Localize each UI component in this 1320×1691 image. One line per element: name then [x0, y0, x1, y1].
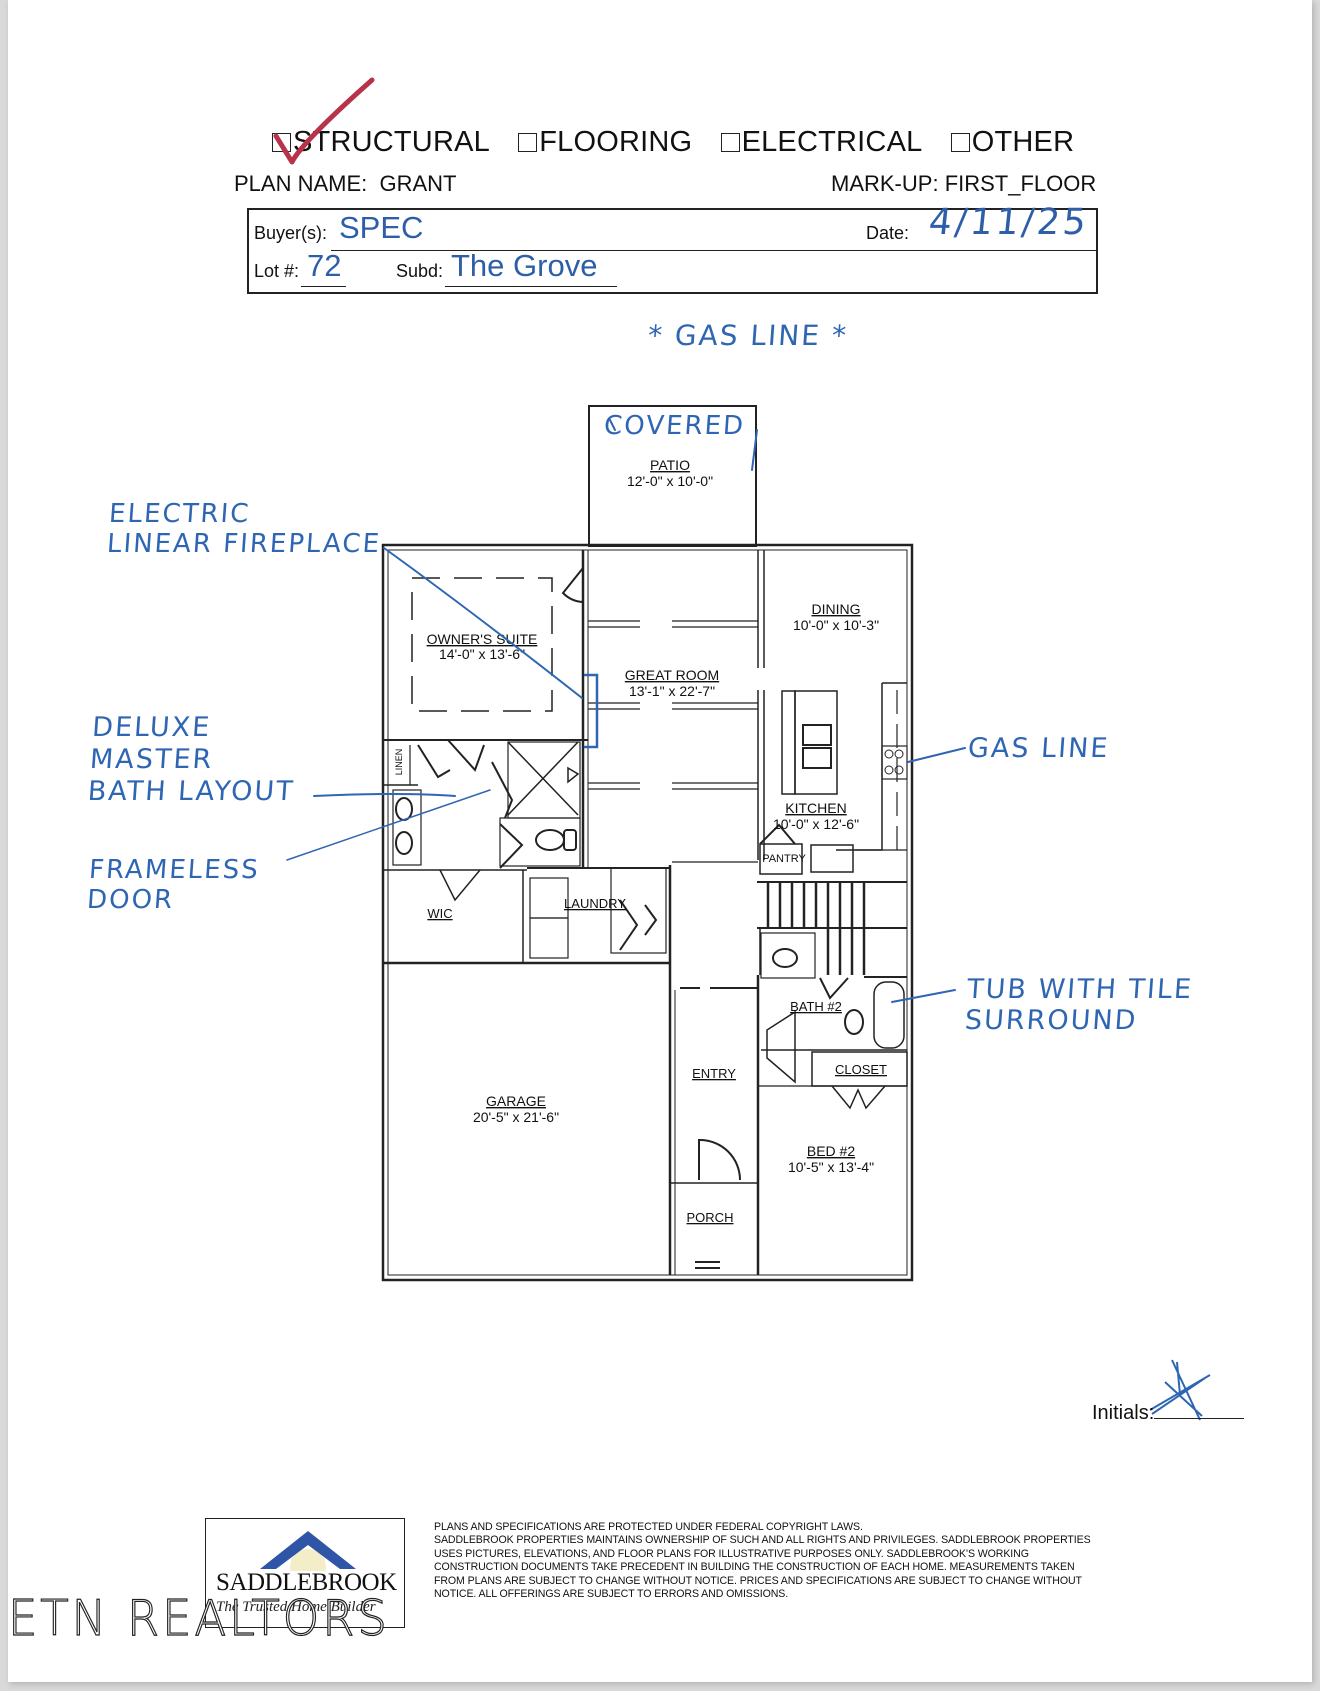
room-labels: PATIO 12'-0" x 10'-0" OWNER'S SUITE 14'-… — [394, 457, 887, 1225]
lot-underline — [301, 286, 346, 287]
svg-text:GARAGE: GARAGE — [486, 1093, 546, 1109]
markup-type: MARK-UP: FIRST_FLOOR — [831, 171, 1097, 196]
buyers-label: Buyer(s): — [254, 223, 328, 243]
date-label: Date: — [866, 223, 910, 243]
svg-text:14'-0" x 13'-6": 14'-0" x 13'-6" — [439, 646, 525, 662]
gas-line-note-kitchen: GAS LINE — [966, 733, 1111, 764]
fireplace-symbol — [583, 673, 599, 749]
category-flooring[interactable]: FLOORING — [518, 126, 692, 159]
svg-text:OWNER'S SUITE: OWNER'S SUITE — [427, 631, 538, 647]
red-checkmark-icon — [273, 77, 375, 165]
gas-line-note-top: * GAS LINE * — [646, 319, 850, 352]
checkbox-icon[interactable] — [950, 133, 970, 152]
category-checkboxes: STRUCTURAL FLOORING ELECTRICAL OTHER — [272, 126, 1094, 159]
svg-text:CLOSET: CLOSET — [835, 1062, 887, 1077]
svg-text:LINEN: LINEN — [394, 749, 404, 776]
copyright-disclaimer: Plans and specifications are protected u… — [434, 1521, 1091, 1601]
svg-text:PATIO: PATIO — [650, 457, 690, 473]
markup-sheet-page — [8, 0, 1312, 1682]
svg-text:12'-0" x 10'-0": 12'-0" x 10'-0" — [627, 473, 713, 489]
svg-text:DINING: DINING — [812, 601, 861, 617]
covered-arrow — [751, 429, 758, 471]
category-electrical[interactable]: ELECTRICAL — [720, 126, 923, 159]
svg-text:LAUNDRY: LAUNDRY — [564, 896, 626, 911]
lot-field[interactable]: 72 — [307, 248, 342, 283]
checkbox-icon[interactable] — [720, 133, 740, 152]
svg-text:WIC: WIC — [427, 906, 452, 921]
initials-signature — [1149, 1359, 1211, 1421]
covered-note: COVERED — [603, 411, 747, 441]
saddlebrook-logo: SADDLEBROOK The Trusted Home Builder — [205, 1518, 405, 1628]
frameless-door-leader-line — [286, 789, 491, 861]
subd-underline — [445, 286, 617, 287]
buyers-field[interactable]: SPEC — [339, 210, 424, 245]
gas-line-leader-line — [907, 747, 966, 763]
category-structural[interactable]: STRUCTURAL — [272, 126, 490, 159]
plan-name: PLAN NAME: GRANT — [234, 171, 457, 196]
fireplace-leader-line — [383, 547, 583, 699]
subd-field[interactable]: The Grove — [451, 248, 598, 283]
checkbox-icon[interactable] — [518, 133, 538, 152]
watermark: ETN REALTORS — [7, 1589, 390, 1647]
subd-label: Subd: — [396, 261, 444, 281]
checkbox-icon[interactable] — [272, 133, 291, 152]
lot-label: Lot #: — [254, 261, 300, 281]
master-bath-leader-line — [313, 793, 456, 797]
svg-text:BATH #2: BATH #2 — [790, 999, 842, 1014]
svg-text:PORCH: PORCH — [687, 1210, 734, 1225]
svg-text:20'-5" x 21'-6": 20'-5" x 21'-6" — [473, 1109, 559, 1125]
svg-text:13'-1" x 22'-7": 13'-1" x 22'-7" — [629, 683, 715, 699]
svg-text:GREAT ROOM: GREAT ROOM — [625, 667, 719, 683]
tub-leader-line — [891, 989, 956, 1003]
svg-text:PANTRY: PANTRY — [762, 853, 806, 865]
master-bath-note: DELUXE MASTER BATH LAYOUT — [86, 712, 296, 807]
buyers-underline — [331, 250, 1093, 251]
roof-logo-icon — [260, 1531, 356, 1571]
fireplace-note: ELECTRIC LINEAR FIREPLACE — [105, 499, 383, 559]
svg-text:BED #2: BED #2 — [807, 1143, 855, 1159]
svg-text:ENTRY: ENTRY — [692, 1066, 736, 1081]
svg-text:KITCHEN: KITCHEN — [785, 800, 846, 816]
date-underline — [915, 250, 1096, 251]
category-other[interactable]: OTHER — [950, 126, 1075, 159]
frameless-door-note: FRAMELESS DOOR — [85, 855, 261, 915]
buyer-info-box: Buyer(s): SPEC Date: 4/11/25 Lot #: 72 S… — [247, 202, 1098, 294]
initials-field[interactable]: Initials: — [1092, 1402, 1245, 1425]
tub-note: TUB WITH TILE SURROUND — [963, 974, 1195, 1037]
svg-text:10'-5" x 13'-4": 10'-5" x 13'-4" — [788, 1159, 874, 1175]
svg-text:10'-0" x 10'-3": 10'-0" x 10'-3" — [793, 617, 879, 633]
svg-text:10'-0" x 12'-6": 10'-0" x 12'-6" — [773, 816, 859, 832]
